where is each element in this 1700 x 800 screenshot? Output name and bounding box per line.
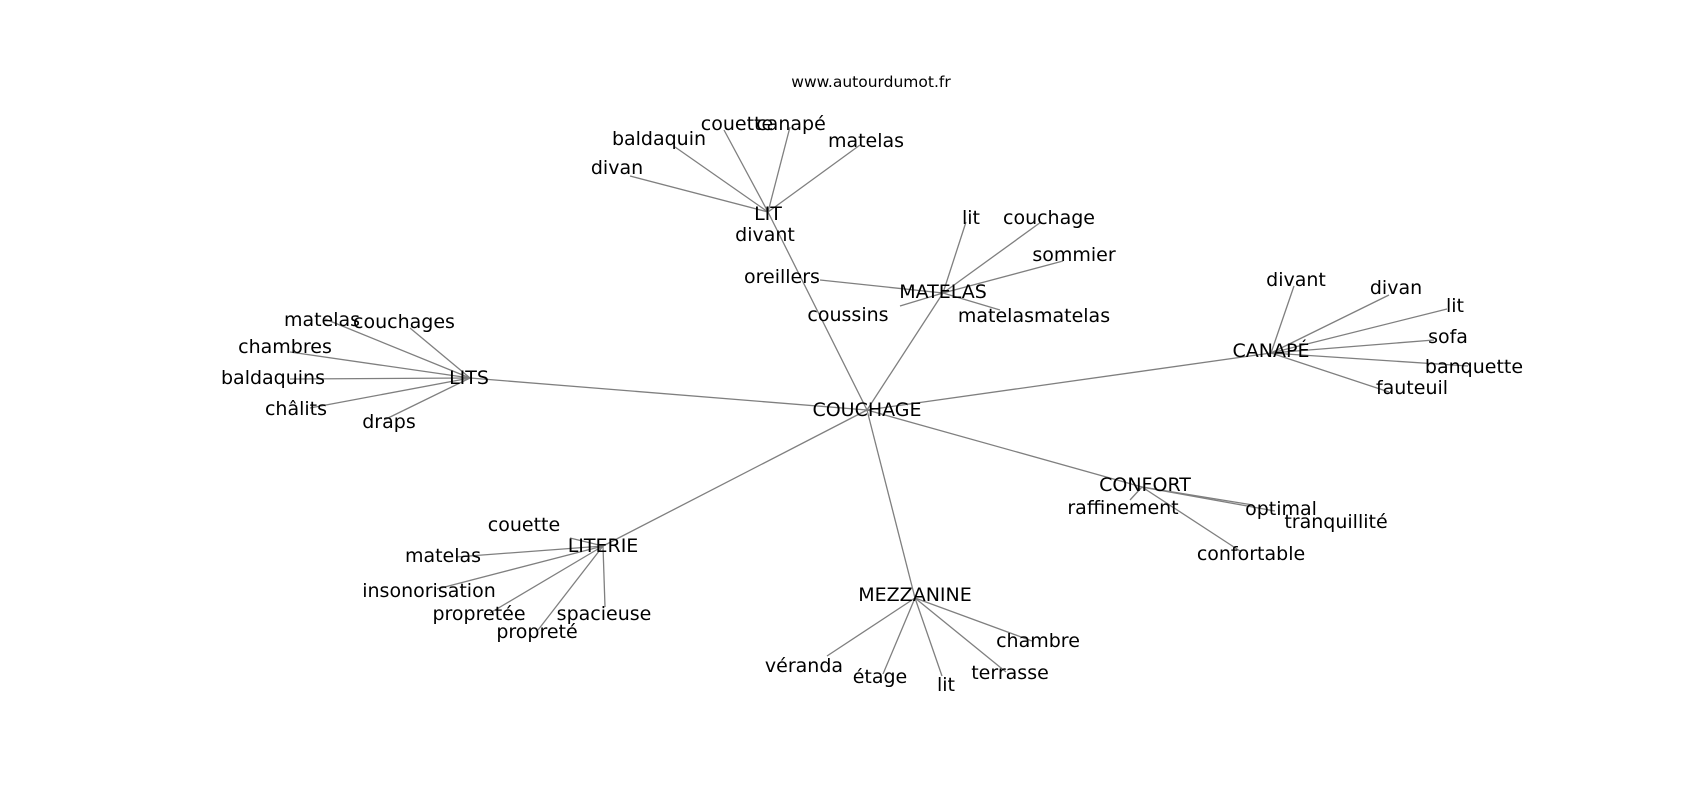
leaf-node-label: baldaquin (612, 128, 706, 150)
leaf-node-label: sofa (1428, 326, 1468, 348)
leaf-node-label: châlits (265, 398, 327, 420)
edge-center-2 (866, 352, 1272, 411)
edge-cluster-0-leaf-4 (767, 126, 791, 213)
edge-cluster-5-leaf-0 (569, 537, 604, 547)
leaf-node-label: véranda (765, 655, 843, 677)
edge-cluster-0-leaf-5 (767, 144, 861, 213)
leaf-node-label: divan (591, 157, 643, 179)
edge-cluster-1-leaf-3 (942, 221, 1042, 294)
edge-cluster-0-leaf-1 (629, 175, 769, 213)
edge-cluster-4-leaf-3 (914, 597, 1007, 673)
edge-cluster-1-leaf-0 (819, 279, 944, 294)
edge-cluster-5-leaf-5 (602, 545, 606, 608)
edge-cluster-4-leaf-1 (882, 597, 916, 675)
cluster-node-label: LIT (754, 203, 782, 225)
edge-cluster-2-leaf-4 (1270, 352, 1469, 367)
edge-cluster-5-leaf-4 (537, 545, 604, 631)
edge-cluster-6-leaf-4 (309, 377, 471, 409)
edge-cluster-1-leaf-2 (942, 221, 967, 294)
edge-cluster-2-leaf-1 (1270, 294, 1390, 354)
leaf-node-label: optimal (1245, 498, 1317, 520)
leaf-node-label: lit (962, 207, 980, 229)
leaf-node-label: divan (1370, 277, 1422, 299)
leaf-node-label: sommier (1032, 244, 1116, 266)
edge-center-4 (866, 409, 916, 599)
leaf-node-label: spacieuse (557, 603, 652, 625)
edge-cluster-6-leaf-5 (383, 377, 471, 421)
edge-cluster-3-leaf-2 (1141, 486, 1276, 512)
leaf-node-label: chambre (996, 630, 1080, 652)
leaf-node-label: banquette (1425, 356, 1523, 378)
leaf-node-label: baldaquins (221, 367, 325, 389)
edge-center-0 (767, 211, 868, 411)
leaf-node-label: matelasmatelas (958, 305, 1110, 327)
edge-cluster-2-leaf-0 (1270, 285, 1295, 354)
leaf-node-label: divant (1266, 269, 1326, 291)
edge-cluster-6-leaf-2 (289, 351, 471, 379)
edge-cluster-6-leaf-0 (324, 318, 471, 379)
leaf-node-label: raffinement (1067, 497, 1178, 519)
leaf-node-label: matelas (405, 545, 481, 567)
edge-center-3 (866, 409, 1143, 488)
edge-cluster-4-leaf-4 (914, 597, 1033, 642)
center-node-label: COUCHAGE (812, 399, 921, 421)
leaf-node-label: propreté (496, 621, 577, 643)
source-url: www.autourdumot.fr (791, 73, 951, 91)
leaf-node-label: matelas (828, 130, 904, 152)
edge-cluster-0-leaf-3 (723, 129, 769, 213)
edge-cluster-4-leaf-0 (826, 597, 916, 657)
leaf-node-label: tranquillité (1284, 511, 1387, 533)
leaf-node-label: confortable (1197, 543, 1305, 565)
leaf-node-label: oreillers (744, 266, 820, 288)
leaf-node-label: draps (362, 411, 415, 433)
edge-cluster-2-leaf-2 (1270, 308, 1448, 354)
cluster-node-label: LITERIE (568, 535, 639, 557)
edge-cluster-3-leaf-0 (1129, 486, 1143, 501)
edge-cluster-2-leaf-5 (1270, 352, 1390, 393)
leaf-node-label: divant (735, 224, 795, 246)
edge-cluster-5-leaf-2 (436, 545, 604, 590)
cluster-node-label: CONFORT (1099, 474, 1191, 496)
leaf-node-label: coussins (807, 304, 888, 326)
edge-cluster-5-leaf-3 (489, 545, 604, 614)
edge-center-5 (602, 409, 868, 547)
edge-cluster-1-leaf-4 (942, 260, 1064, 294)
leaf-node-label: propretée (432, 603, 525, 625)
cluster-node-label: MATELAS (899, 281, 987, 303)
edge-cluster-1-leaf-5 (942, 292, 1001, 311)
edge-cluster-6-leaf-3 (289, 377, 471, 380)
leaf-node-label: couchages (353, 311, 455, 333)
edge-cluster-0-leaf-2 (674, 146, 769, 213)
edge-cluster-3-leaf-3 (1141, 486, 1241, 552)
leaf-node-label: fauteuil (1376, 377, 1448, 399)
edges-layer (289, 126, 1469, 677)
edge-cluster-2-leaf-3 (1270, 339, 1435, 354)
edge-center-6 (469, 377, 868, 411)
leaf-node-label: chambres (238, 336, 332, 358)
cluster-node-label: CANAPÉ (1233, 339, 1310, 362)
edge-cluster-6-leaf-1 (409, 327, 471, 379)
leaf-node-label: lit (937, 674, 955, 696)
cluster-node-label: MEZZANINE (858, 584, 971, 606)
edge-cluster-4-leaf-2 (914, 597, 943, 677)
leaf-node-label: matelas (284, 309, 360, 331)
leaf-node-label: couette (701, 113, 773, 135)
labels-layer: www.autourdumot.fr COUCHAGELITdivantdiva… (221, 73, 1523, 696)
leaf-node-label: couette (488, 514, 560, 536)
leaf-node-label: canapé (756, 113, 826, 135)
leaf-node-label: insonorisation (362, 580, 496, 602)
cluster-node-label: LITS (449, 367, 489, 389)
leaf-node-label: étage (853, 666, 908, 688)
edge-cluster-1-leaf-1 (899, 292, 944, 307)
edge-cluster-5-leaf-1 (455, 545, 604, 558)
leaf-node-label: lit (1446, 295, 1464, 317)
leaf-node-label: couchage (1003, 207, 1095, 229)
edge-center-1 (866, 292, 944, 411)
leaf-node-label: terrasse (971, 662, 1049, 684)
